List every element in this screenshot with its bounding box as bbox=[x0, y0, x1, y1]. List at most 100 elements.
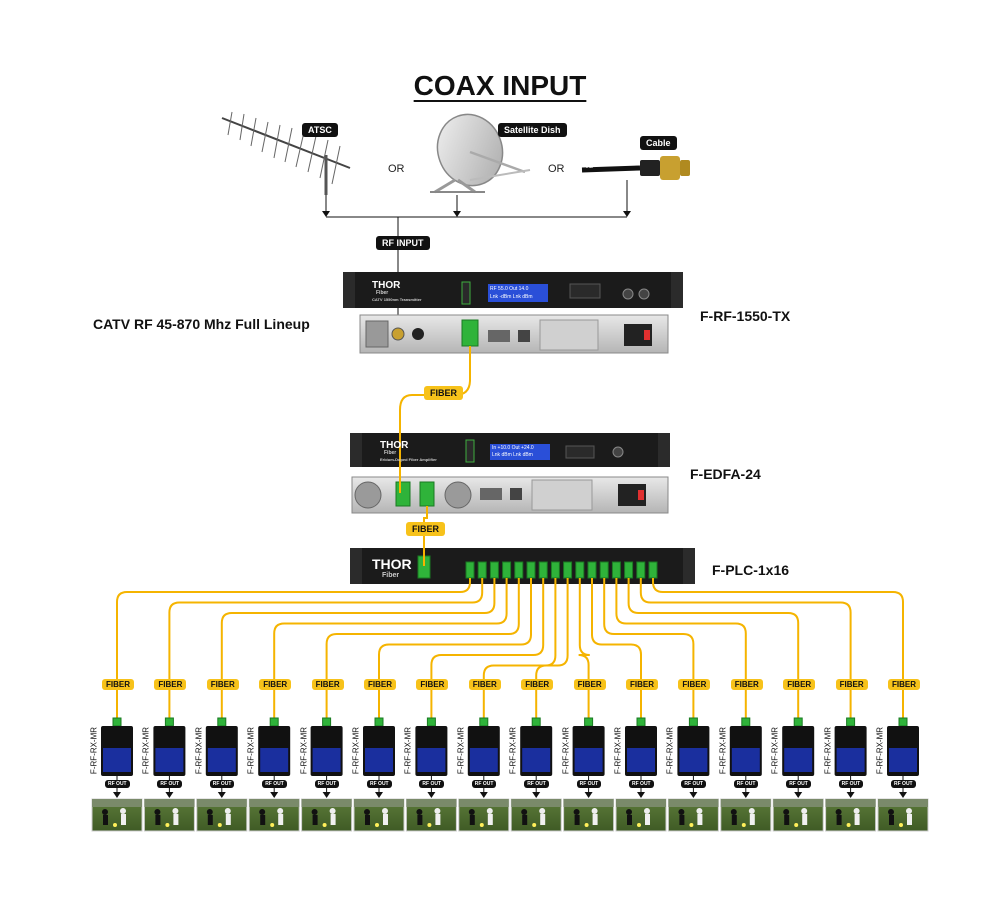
fiber-line bbox=[482, 578, 557, 722]
fiber-fanout-lines bbox=[116, 578, 904, 722]
rf-out-tag: RF OUT bbox=[524, 780, 549, 788]
tv-soccer-thumbnail bbox=[772, 798, 824, 832]
splitter-port bbox=[477, 561, 487, 579]
splitter-brand: THOR bbox=[372, 556, 412, 572]
receiver-unit bbox=[520, 717, 553, 798]
fiber-tag-rx: FIBER bbox=[311, 679, 344, 690]
or-label-1: OR bbox=[388, 163, 405, 175]
fiber-line bbox=[615, 578, 747, 722]
splitter-port bbox=[575, 561, 585, 579]
tv-soccer-thumbnail bbox=[825, 798, 877, 832]
edfa-front-panel bbox=[350, 433, 670, 467]
splitter-port bbox=[587, 561, 597, 579]
splitter-port bbox=[636, 561, 646, 579]
rf-out-tag: RF OUT bbox=[733, 780, 759, 788]
rf-out-tag: RF OUT bbox=[891, 780, 916, 788]
splitter-port bbox=[563, 561, 573, 579]
receiver-unit bbox=[677, 717, 710, 798]
fiber-tag-rx: FIBER bbox=[888, 679, 920, 690]
splitter-brand-sub: Fiber bbox=[382, 572, 400, 579]
fiber-tag-edfa: FIBER bbox=[406, 522, 445, 536]
or-label-2: OR bbox=[548, 163, 565, 175]
receiver-model-label: F-RF-RX-MR bbox=[665, 726, 675, 775]
receiver-model-label: F-RF-RX-MR bbox=[299, 726, 309, 775]
rf-out-tag: RF OUT bbox=[209, 780, 235, 788]
splitter-port bbox=[489, 561, 499, 579]
tv-soccer-thumbnail bbox=[405, 798, 457, 832]
receiver-unit bbox=[363, 717, 395, 798]
receiver-model-label: F-RF-RX-MR bbox=[246, 726, 256, 775]
page-title: COAX INPUT bbox=[413, 70, 587, 101]
receiver-model-label: F-RF-RX-MR bbox=[561, 726, 571, 775]
tv-soccer-thumbnail bbox=[615, 798, 667, 832]
transmitter-lcd-line1: RF 55.0 Out 14.0 bbox=[490, 286, 529, 292]
fiber-tag-rx: FIBER bbox=[835, 679, 868, 690]
receiver-model-label: F-RF-RX-MR bbox=[141, 726, 151, 775]
coax-cable-icon bbox=[581, 156, 690, 180]
rf-out-tag: RF OUT bbox=[471, 780, 497, 788]
satellite-tag: Satellite Dish bbox=[498, 123, 567, 137]
receiver-model-label: F-RF-RX-MR bbox=[770, 726, 780, 775]
fiber-line bbox=[378, 578, 532, 722]
receiver-model-label: F-RF-RX-MR bbox=[456, 726, 466, 775]
fiber-line bbox=[116, 578, 471, 722]
receiver-model-label: F-RF-RX-MR bbox=[718, 726, 728, 775]
splitter-port bbox=[526, 561, 536, 579]
receiver-unit bbox=[572, 717, 605, 798]
splitter-model-label: F-PLC-1x16 bbox=[712, 562, 790, 578]
rf-cable-tag: RF bbox=[586, 163, 596, 170]
fiber-tag-rx: FIBER bbox=[154, 679, 187, 690]
fiber-line bbox=[220, 578, 496, 722]
edfa-rear-panel bbox=[351, 476, 669, 514]
receiver-model-label: F-RF-RX-MR bbox=[823, 726, 833, 775]
splitter-port bbox=[514, 561, 524, 579]
rf-out-tag: RF OUT bbox=[419, 780, 444, 788]
receiver-model-label: F-RF-RX-MR bbox=[613, 726, 623, 775]
fiber-tag-rx: FIBER bbox=[259, 679, 292, 690]
receiver-unit bbox=[782, 717, 815, 798]
tv-soccer-thumbnail bbox=[720, 798, 772, 832]
fiber-tag-rx: FIBER bbox=[468, 679, 501, 690]
transmitter-brand-sub: Fiber bbox=[376, 290, 389, 296]
splitter-port bbox=[550, 561, 560, 579]
tv-soccer-thumbnail bbox=[196, 798, 248, 832]
fiber-line bbox=[591, 578, 642, 722]
tv-soccer-thumbnail bbox=[458, 798, 510, 832]
fiber-tag-tx: FIBER bbox=[424, 386, 463, 400]
receiver-model-label: F-RF-RX-MR bbox=[89, 726, 99, 775]
tv-soccer-thumbnail bbox=[877, 798, 929, 832]
tv-soccer-thumbnail bbox=[667, 798, 719, 832]
rf-out-tag: RF OUT bbox=[838, 780, 864, 788]
fiber-line bbox=[430, 578, 545, 722]
rf-out-tag: RF OUT bbox=[367, 780, 392, 788]
splitter-port bbox=[465, 561, 475, 579]
transmitter-description: CATV RF 45-870 Mhz Full Lineup bbox=[93, 316, 310, 332]
fiber-line bbox=[578, 578, 590, 722]
arrow-heads bbox=[322, 211, 631, 217]
fiber-line bbox=[325, 578, 520, 722]
receiver-unit bbox=[834, 717, 867, 798]
rf-input-tag: RF INPUT bbox=[376, 236, 430, 250]
splitter-port bbox=[538, 561, 548, 579]
receiver-model-label: F-RF-RX-MR bbox=[194, 726, 204, 775]
fiber-tag-rx: FIBER bbox=[102, 679, 134, 690]
receiver-unit bbox=[153, 717, 186, 798]
fiber-line bbox=[603, 578, 695, 722]
splitter-port bbox=[599, 561, 609, 579]
tv-soccer-thumbnail bbox=[143, 798, 195, 832]
receiver-model-label: F-RF-RX-MR bbox=[875, 726, 885, 775]
edfa-brand-sub: Fiber bbox=[384, 450, 397, 456]
rf-out-tag: RF OUT bbox=[314, 780, 340, 788]
rf-out-tag: RF OUT bbox=[262, 780, 287, 788]
receiver-unit bbox=[101, 717, 133, 798]
receiver-unit bbox=[415, 717, 448, 798]
atsc-tag: ATSC bbox=[302, 123, 338, 137]
rf-out-tag: RF OUT bbox=[105, 780, 130, 788]
tv-soccer-thumbnail bbox=[301, 798, 353, 832]
transmitter-brand: THOR bbox=[372, 280, 401, 291]
rf-out-tag: RF OUT bbox=[681, 780, 706, 788]
cable-tag: Cable bbox=[640, 136, 677, 150]
rf-out-tag: RF OUT bbox=[576, 780, 602, 788]
splitter-port bbox=[648, 561, 658, 579]
